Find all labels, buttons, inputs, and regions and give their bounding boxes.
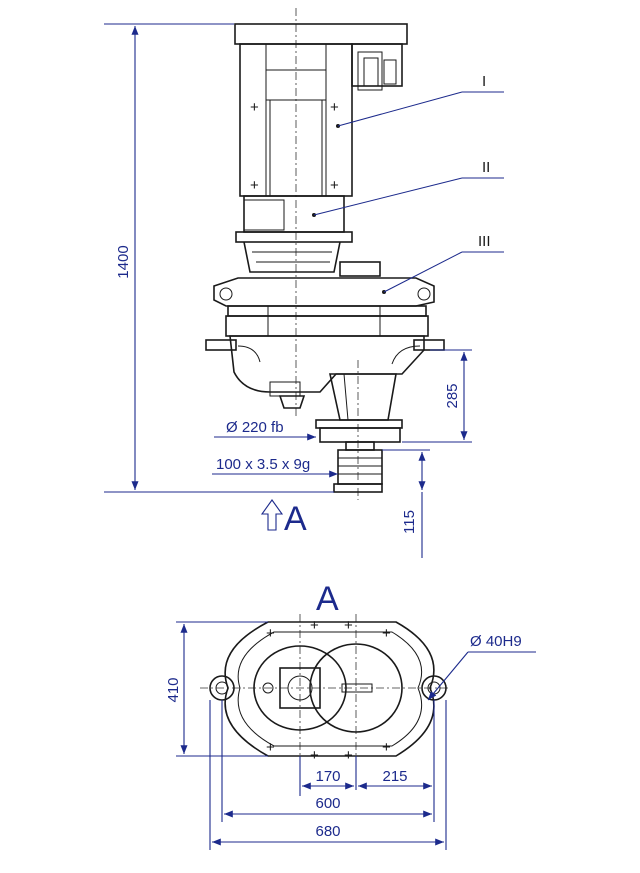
- svg-text:+: +: [382, 739, 391, 756]
- dim-285-label: 285: [444, 383, 461, 408]
- svg-text:+: +: [266, 625, 275, 642]
- svg-text:+: +: [310, 617, 319, 634]
- motor-part-i: + + + +: [234, 23, 408, 197]
- dim-680-label: 680: [315, 823, 340, 840]
- side-view: + + + +: [104, 8, 504, 558]
- plan-view-a: A + + + + + + + + Ø 40H9: [165, 580, 536, 850]
- svg-text:+: +: [266, 739, 275, 756]
- hole-label: Ø 40H9: [470, 633, 522, 650]
- svg-text:+: +: [344, 617, 353, 634]
- view-title: A: [316, 580, 339, 618]
- dim-170-label: 170: [315, 768, 340, 785]
- flange-label: Ø 220 fb: [226, 419, 284, 436]
- view-arrow-a: A: [260, 499, 307, 538]
- svg-text:+: +: [250, 177, 259, 194]
- svg-text:+: +: [330, 99, 339, 116]
- svg-text:+: +: [250, 99, 259, 116]
- svg-text:+: +: [330, 177, 339, 194]
- gearbox-part-iii: [205, 261, 445, 493]
- dim-215-label: 215: [382, 768, 407, 785]
- part-ii-label: II: [482, 159, 490, 176]
- coupling-part-ii: [235, 195, 353, 273]
- spline-label: 100 x 3.5 x 9g: [216, 456, 310, 473]
- svg-text:+: +: [310, 747, 319, 764]
- part-iii-label: III: [478, 233, 491, 250]
- view-arrow-label: A: [284, 500, 307, 538]
- dim-1400-label: 1400: [115, 245, 132, 278]
- svg-text:+: +: [344, 747, 353, 764]
- part-i-label: I: [482, 73, 486, 90]
- dim-115-label: 115: [401, 510, 418, 534]
- dim-410-label: 410: [165, 677, 182, 702]
- svg-text:+: +: [382, 625, 391, 642]
- dim-600-label: 600: [315, 795, 340, 812]
